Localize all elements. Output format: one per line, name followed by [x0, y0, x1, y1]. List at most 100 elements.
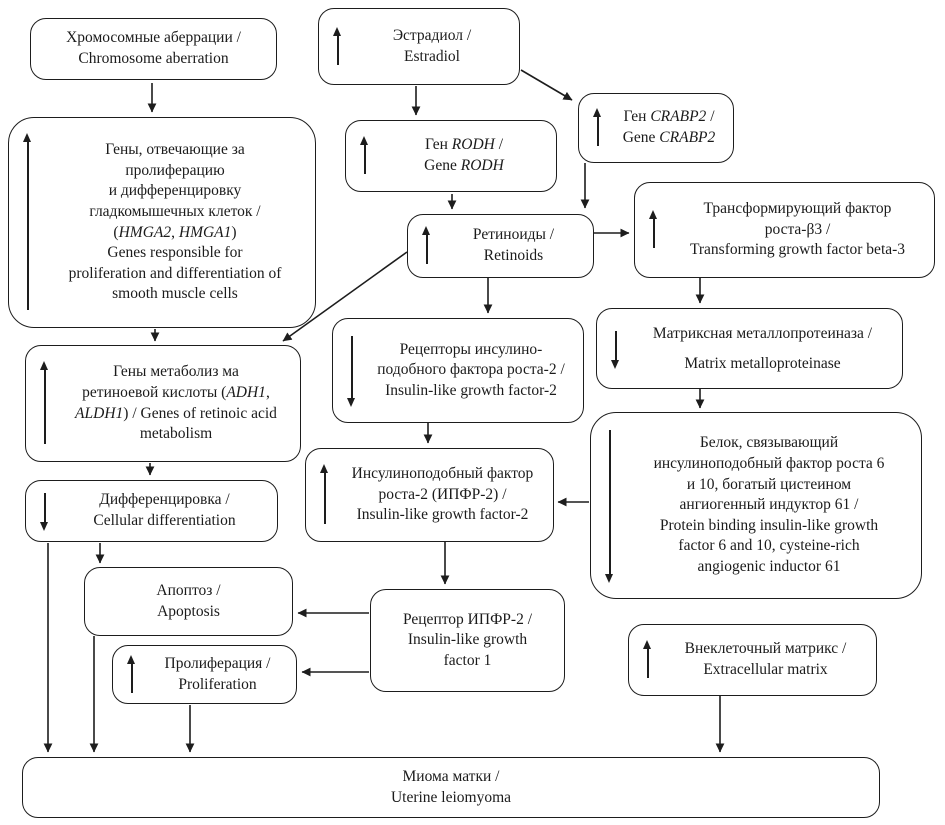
node-genes-proliferation-differentiation: Гены, отвечающие за пролиферацию и диффере…	[8, 117, 316, 328]
text-line: Transforming growth factor beta-3	[689, 241, 906, 259]
node-text: Внеклеточный матрикс / Extracellular matr…	[655, 636, 876, 683]
text-line: factor 1	[443, 651, 492, 669]
text-line: Дифференцировка /	[99, 491, 230, 509]
node-retinoic-acid-metabolism-genes: Гены метаболиз ма ретиноевой кислоты (ADH…	[25, 345, 301, 462]
node-text: Матриксная металлопротеиназа / Matrix met…	[623, 316, 902, 381]
node-tgf-beta3: Трансформирующий фактор роста-β3 / Transfo…	[634, 182, 935, 278]
node-uterine-leiomyoma: Миома матки /Uterine leiomyoma	[22, 757, 880, 818]
text-line: и дифференцировку	[108, 182, 242, 200]
up-arrow-icon	[648, 210, 661, 250]
text-line: подобного фактора роста-2 /	[377, 361, 565, 379]
node-text: Дифференцировка /Cellular differentiatio…	[52, 487, 277, 534]
node-text: Хромосомные аберрации / Chromosome aberra…	[31, 25, 276, 72]
up-arrow-icon	[319, 464, 332, 526]
text-line: роста-β3 /	[764, 220, 831, 238]
node-text: Миома матки /Uterine leiomyoma	[23, 764, 879, 811]
up-arrow-icon	[642, 640, 655, 680]
text-line: Апоптоз /	[156, 581, 221, 599]
text-line: Рецептор ИПФР-2 /	[402, 610, 533, 628]
text-line: Genes responsible for	[107, 244, 243, 262]
up-arrow-icon	[359, 136, 372, 176]
text-line: Insulin-like growth	[407, 631, 528, 649]
node-igf2-receptors: Рецепторы инсулино-подобного фактора рос…	[332, 318, 584, 423]
text-line: и 10, богатый цистеином	[686, 475, 852, 493]
text-line: Insulin-like growth factor-2	[356, 506, 529, 524]
up-arrow-icon	[126, 654, 139, 695]
text-line: Миома матки /	[402, 767, 500, 785]
text-line: proliferation and differentiation of	[68, 264, 282, 282]
text-line: Матриксная металлопротеиназа /	[652, 325, 873, 343]
node-text: Ген CRABP2 /Gene CRABP2	[605, 104, 733, 151]
down-arrow-icon	[346, 334, 359, 407]
node-protein-binding-igf: Белок, связывающий инсулиноподобный факто…	[590, 412, 922, 599]
text-line: Инсулиноподобный фактор	[351, 465, 534, 483]
text-line: factor 6 and 10, cysteine-rich	[678, 537, 860, 555]
node-text: Эстрадиол / Estradiol	[345, 23, 519, 70]
up-arrow-icon	[22, 133, 35, 312]
node-estradiol: Эстрадиол / Estradiol	[318, 8, 520, 85]
node-gene-rodh: Ген RODH / Gene RODH	[345, 120, 557, 192]
text-line: Гены, отвечающие за	[105, 141, 245, 159]
edge-estradiol-to-crabp2	[520, 69, 573, 101]
node-text: Ретиноиды / Retinoids	[434, 222, 593, 269]
text-line: гладкомышечных клеток /	[89, 202, 261, 220]
text-line: инсулиноподобный фактор роста 6	[653, 454, 885, 472]
text-line: Хромосомные аберрации /	[66, 29, 241, 47]
up-arrow-icon	[421, 226, 434, 266]
down-arrow-icon	[610, 329, 623, 369]
up-arrow-icon	[592, 108, 605, 148]
node-proliferation: Пролиферация / Proliferation	[112, 645, 297, 704]
node-gene-crabp2: Ген CRABP2 /Gene CRABP2	[578, 93, 734, 163]
text-line: Белок, связывающий	[699, 434, 839, 452]
text-line: Пролиферация /	[164, 654, 271, 672]
node-text: Пролиферация / Proliferation	[139, 651, 296, 698]
text-line: роста-2 (ИПФР-2) /	[378, 485, 507, 503]
text-line: Extracellular matrix	[703, 661, 828, 678]
down-arrow-icon	[604, 428, 617, 583]
up-arrow-icon	[332, 26, 345, 67]
node-text: Апоптоз / Apoptosis	[85, 578, 292, 625]
text-line: Protein binding insulin-like growth	[659, 516, 879, 534]
node-text: Рецептор ИПФР-2 / Insulin-like growth fact…	[371, 607, 564, 675]
text-line: Retinoids	[483, 247, 544, 264]
text-line: smooth muscle cells	[112, 285, 238, 303]
edge-retinoids-to-metabolism-genes	[282, 251, 408, 342]
text-line: Insulin-like growth factor-2	[385, 381, 557, 399]
node-text: Ген RODH / Gene RODH	[372, 132, 556, 179]
text-line: Estradiol	[404, 47, 460, 65]
text-line: Matrix metalloproteinase	[684, 354, 841, 372]
text-line: (HMGA2, HMGA1)	[113, 223, 237, 241]
text-line: angiogenic inductor 61	[697, 558, 841, 576]
text-line: Ретиноиды /	[472, 226, 555, 244]
text-line: Proliferation	[178, 675, 257, 693]
text-line: Эстрадиол /	[392, 26, 472, 44]
text-line: Внеклеточный матрикс /	[684, 640, 847, 658]
node-matrix-metalloproteinase: Матриксная металлопротеиназа / Matrix met…	[596, 308, 903, 389]
down-arrow-icon	[39, 491, 52, 531]
node-extracellular-matrix: Внеклеточный матрикс / Extracellular matr…	[628, 624, 877, 696]
node-text: Рецепторы инсулино-подобного фактора рос…	[359, 337, 583, 405]
text-line: Трансформирующий фактор	[703, 200, 892, 218]
text-line: Ген RODH /	[424, 136, 504, 154]
node-igf2-receptor: Рецептор ИПФР-2 / Insulin-like growth fact…	[370, 589, 565, 692]
text-line: ретиноевой кислоты (ADH1,	[82, 383, 270, 401]
node-text: Гены, отвечающие за пролиферацию и диффере…	[35, 137, 315, 308]
text-line: metabolism	[139, 425, 213, 443]
node-cellular-differentiation: Дифференцировка /Cellular differentiatio…	[25, 480, 278, 542]
node-apoptosis: Апоптоз / Apoptosis	[84, 567, 293, 636]
text-line: пролиферацию	[125, 161, 225, 179]
text-line: Gene RODH	[424, 157, 504, 174]
node-text: Инсулиноподобный фактор роста-2 (ИПФР-2) …	[332, 461, 553, 529]
node-chromosome-aberration: Хромосомные аберрации / Chromosome aberra…	[30, 18, 277, 80]
text-line: Gene CRABP2	[622, 129, 716, 146]
text-line: ангиогенный индуктор 61 /	[679, 496, 859, 514]
text-line: Apoptosis	[157, 602, 220, 620]
text-line: Chromosome aberration	[78, 50, 229, 67]
node-igf2: Инсулиноподобный фактор роста-2 (ИПФР-2) …	[305, 448, 554, 542]
node-text: Белок, связывающий инсулиноподобный факто…	[617, 430, 921, 580]
node-text: Трансформирующий фактор роста-β3 / Transfo…	[661, 196, 934, 264]
node-retinoids: Ретиноиды / Retinoids	[407, 214, 594, 278]
text-line: Гены метаболиз ма	[113, 363, 239, 381]
